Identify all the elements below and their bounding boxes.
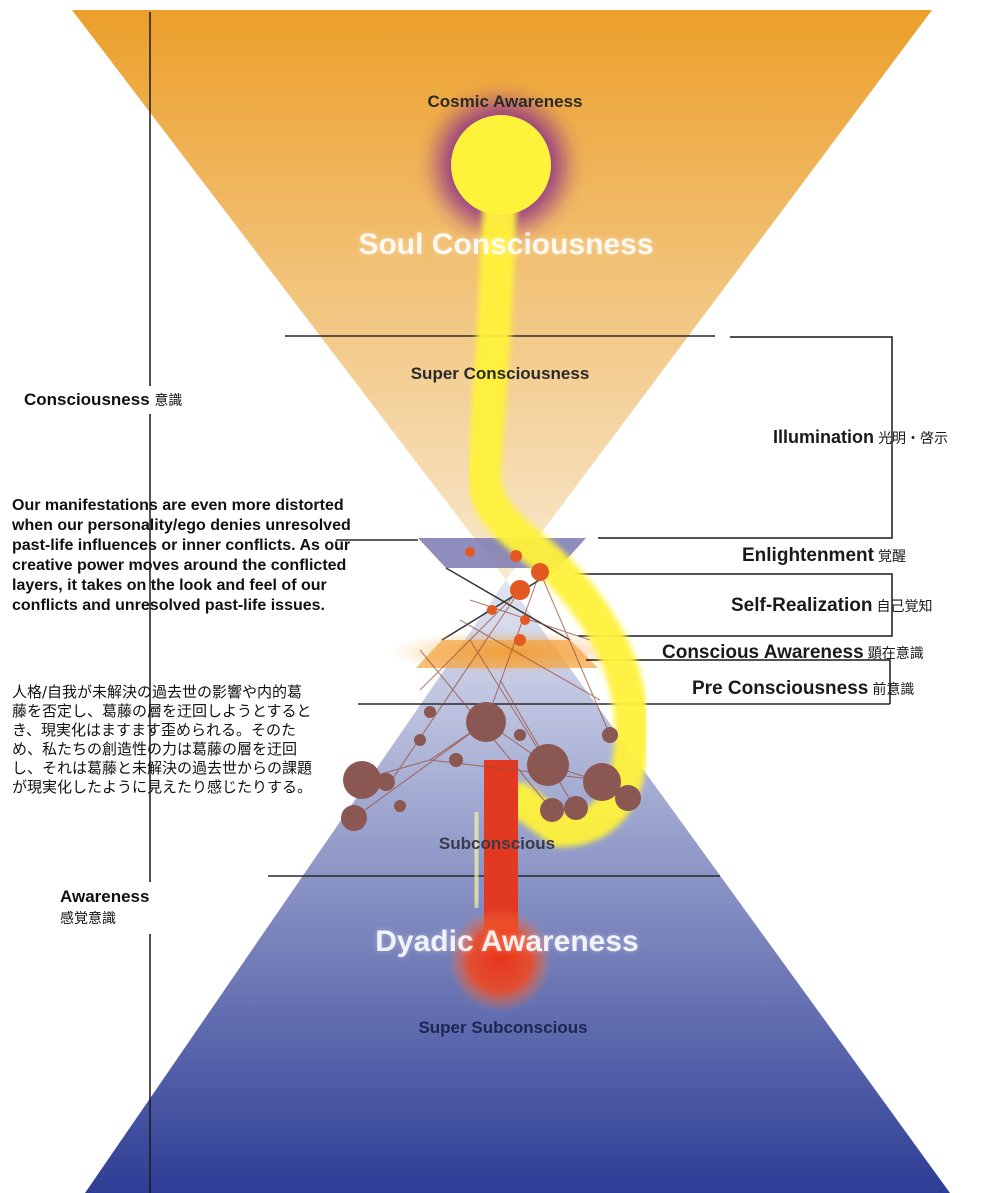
- self-realization-label-en: Self-Realization: [731, 595, 873, 616]
- dyadic-awareness-label: Dyadic Awareness: [375, 925, 639, 958]
- pre-consciousness-label-en: Pre Consciousness: [692, 678, 869, 699]
- manifestation-text-en: Our manifestations are even more distort…: [12, 497, 351, 614]
- illumination-label-jp: 光明・啓示: [878, 431, 948, 447]
- red-energy-glow: [448, 908, 552, 1012]
- consciousness-label-en: Consciousness: [24, 390, 150, 409]
- manifestation-text-jp: 人格/自我が未解決の過去世の影響や内的葛藤を否定し、葛藤の層を迂回しようとすると…: [12, 683, 313, 796]
- pre-consciousness-label-jp: 前意識: [872, 682, 915, 698]
- conflict-network-nodes: [341, 547, 641, 831]
- super-consciousness-label: Super Consciousness: [410, 364, 590, 383]
- subconscious-label: Subconscious: [438, 834, 556, 853]
- conscious-awareness-label-en: Conscious Awareness: [662, 642, 864, 663]
- yellow-energy-path-lower: [460, 805, 493, 915]
- right-brackets: [575, 336, 893, 704]
- super-subconscious-label: Super Subconscious: [418, 1018, 588, 1037]
- awareness-label-en: Awareness: [60, 887, 150, 906]
- soul-consciousness-label: Soul Consciousness: [358, 228, 654, 261]
- x-line-1: [445, 567, 571, 641]
- consciousness-label-jp: 意識: [154, 393, 183, 409]
- awareness-label-jp: 感覚意識: [60, 911, 116, 927]
- yellow-energy-path: [467, 183, 649, 848]
- enlightenment-label-en: Enlightenment: [742, 545, 874, 566]
- illumination-label-en: Illumination: [773, 427, 874, 447]
- self-realization-label-jp: 自己覚知: [876, 599, 933, 615]
- awareness-label: Awareness 感覚意識: [58, 882, 152, 934]
- cosmic-sun: [451, 115, 551, 215]
- cosmic-awareness-label: Cosmic Awareness: [427, 92, 583, 111]
- conscious-awareness-label-jp: 顕在意識: [867, 646, 924, 662]
- consciousness-label: Consciousness 意識: [22, 386, 185, 414]
- enlightenment-label-jp: 覚醒: [877, 549, 906, 565]
